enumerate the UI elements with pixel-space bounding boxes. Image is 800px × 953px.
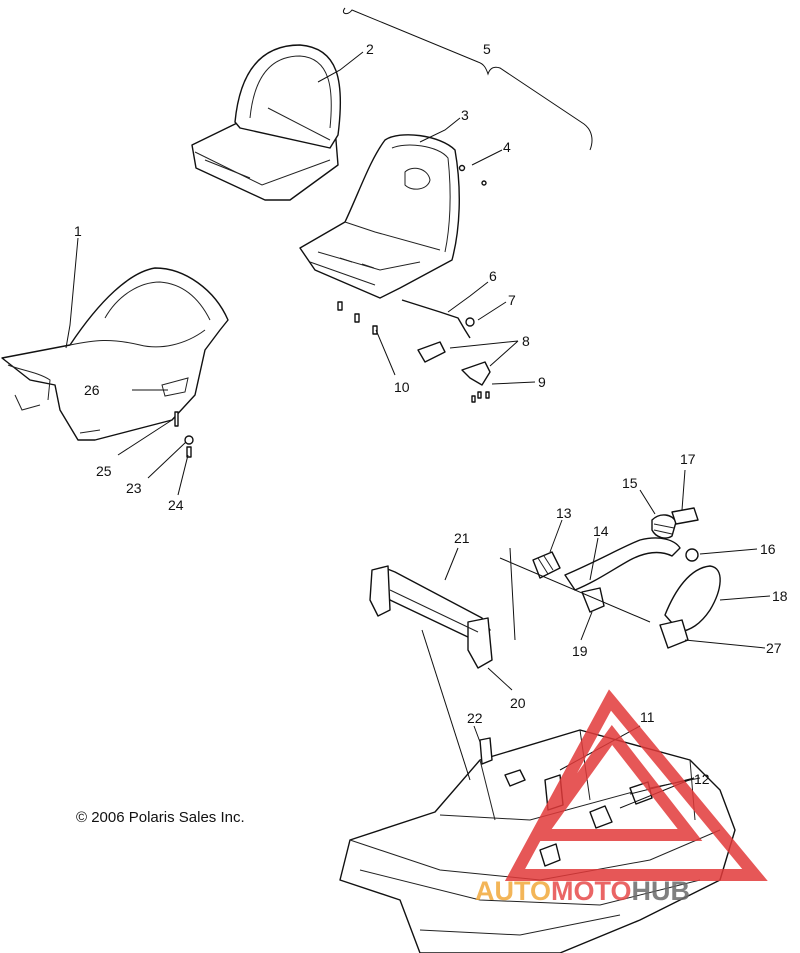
watermark-hub: HUB xyxy=(632,876,691,906)
callout-27: 27 xyxy=(766,640,782,656)
callout-1: 1 xyxy=(74,223,82,239)
callout-24: 24 xyxy=(168,497,184,513)
callout-19: 19 xyxy=(572,643,588,659)
callout-25: 25 xyxy=(96,463,112,479)
grab-bar xyxy=(369,565,493,669)
watermark-moto: MOTO xyxy=(551,876,632,906)
callout-17: 17 xyxy=(680,451,696,467)
callout-13: 13 xyxy=(556,505,572,521)
watermark-triangle xyxy=(504,689,768,881)
callout-15: 15 xyxy=(622,475,638,491)
callout-22: 22 xyxy=(467,710,483,726)
callout-labels: 1 2 3 4 5 6 7 8 9 10 11 12 13 14 15 16 1… xyxy=(74,41,788,787)
handle-assembly xyxy=(532,507,721,649)
callout-12: 12 xyxy=(694,771,710,787)
assembly-bracket xyxy=(342,7,593,151)
callout-23: 23 xyxy=(126,480,142,496)
copyright-notice: © 2006 Polaris Sales Inc. xyxy=(76,809,245,826)
hardware-pieces xyxy=(174,164,491,458)
callout-10: 10 xyxy=(394,379,410,395)
callout-21: 21 xyxy=(454,530,470,546)
rear-seat xyxy=(1,267,229,441)
callout-2: 2 xyxy=(366,41,374,57)
callout-8: 8 xyxy=(522,333,530,349)
callout-20: 20 xyxy=(510,695,526,711)
callout-26: 26 xyxy=(84,382,100,398)
callout-7: 7 xyxy=(508,292,516,308)
callout-9: 9 xyxy=(538,374,546,390)
callout-11: 11 xyxy=(640,709,655,725)
callout-14: 14 xyxy=(593,523,609,539)
callout-18: 18 xyxy=(772,588,788,604)
seat-cushion xyxy=(191,44,342,201)
callout-6: 6 xyxy=(489,268,497,284)
watermark-auto: AUTO xyxy=(475,876,551,906)
callout-3: 3 xyxy=(461,107,469,123)
callout-4: 4 xyxy=(503,139,511,155)
callout-5: 5 xyxy=(483,41,491,57)
watermark: AUTOMOTOHUB xyxy=(475,689,768,906)
leader-lines xyxy=(65,51,771,809)
seat-base xyxy=(299,134,460,299)
callout-16: 16 xyxy=(760,541,776,557)
watermark-text: AUTOMOTOHUB xyxy=(475,876,690,906)
